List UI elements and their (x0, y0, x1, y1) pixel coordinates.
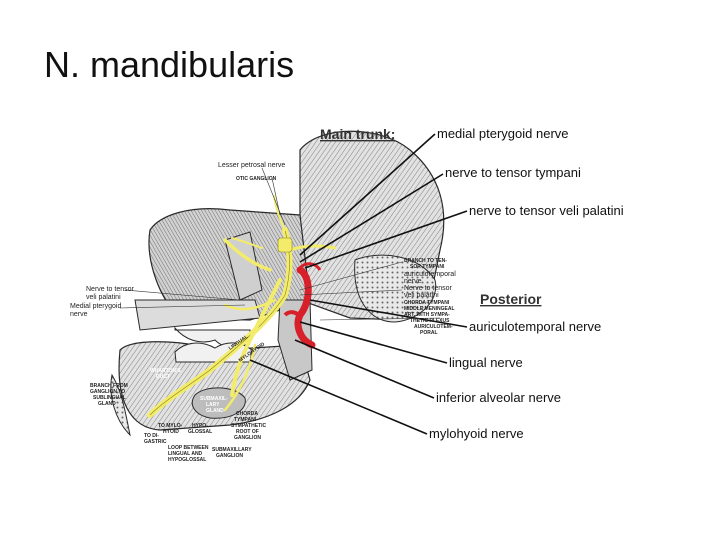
label-left-medial-pterygoid-2: nerve (70, 311, 88, 318)
maxillary-artery (283, 262, 322, 349)
label-mylohyoid-nerve: mylohyoid nerve (429, 426, 524, 441)
label-mid-auriculotem-1: AURICULOTEM- (414, 324, 453, 330)
label-mid-meningeal-1: MIDDLE MENINGEAL (404, 306, 455, 312)
label-symp-root-2: ROOT OF (236, 429, 259, 435)
label-mid-chorda-tympani: CHORDA TYMPANI (404, 300, 450, 306)
label-auriculotemporal-nerve: auriculotemporal nerve (469, 319, 601, 334)
label-mid-auriculotemporal-1: auriculotemporal (404, 271, 456, 278)
label-branch-from-4: GLAND (98, 401, 116, 407)
bottom-small-labels: BRANCH FROM GANGLION TO SUBLINGUAL GLAND… (90, 383, 266, 463)
mandibular-nerve-branches (147, 195, 337, 418)
leader-lines (119, 133, 468, 435)
label-submax-ganglion-2: GANGLION (216, 453, 243, 459)
label-to-mylo-1: TO MYLO- (158, 423, 183, 429)
label-mid-auriculotem-2: PORAL (420, 330, 438, 336)
label-left-medial-pterygoid-1: Medial pterygoid (70, 303, 121, 310)
label-left-nerve-tensor-2: veli palatini (86, 294, 121, 301)
skull-illustration (110, 130, 445, 437)
label-mid-meningeal-3: THETIC PLEXUS (410, 318, 450, 324)
label-chorda-2: TYMPANI (234, 417, 257, 423)
label-hypoglossal-2: GLOSSAL (188, 429, 212, 435)
label-branch-from-1: BRANCH FROM (90, 383, 128, 389)
label-to-digastric-2: GASTRIC (144, 439, 167, 445)
label-mid-auriculotemporal-2: nerve (404, 278, 422, 285)
label-symp-root-1: SYMPATHETIC (231, 423, 266, 429)
slide-title: N. mandibularis (44, 44, 295, 85)
label-loop-2: LINGUAL AND (168, 451, 203, 457)
label-otic-ganglion: OTIC GANGLION (236, 176, 277, 182)
label-submaxillary-1: SUBMAXIL- (200, 396, 228, 402)
label-nerve-to-tensor-veli-palatini: nerve to tensor veli palatini (469, 203, 624, 218)
label-medial-pterygoid-nerve: medial pterygoid nerve (437, 126, 569, 141)
label-branch-tensor-tympani-2: SOR TYMPANI (410, 264, 445, 270)
main-trunk-heading: Main trunk: (320, 126, 395, 142)
posterior-heading: Posterior (480, 291, 542, 307)
label-inferior-alveolar-nerve: inferior alveolar nerve (436, 390, 561, 405)
label-branch-from-3: SUBLINGUAL (93, 395, 126, 401)
label-mid-nerve-tensor-1: Nerve to tensor (404, 285, 453, 292)
mid-small-labels: BRANCH TO TEN- SOR TYMPANI auriculotempo… (404, 258, 456, 336)
label-hypoglossal-1: HYPO- (192, 423, 208, 429)
label-mid-meningeal-2: ART. WITH SYMPA- (404, 312, 450, 318)
label-symp-root-3: GANGLION (234, 435, 261, 441)
label-whartons-1: WHARTON'S (150, 368, 181, 374)
label-submaxillary-2: LARY (206, 402, 220, 408)
label-whartons-2: DUCT (156, 374, 170, 380)
label-branch-from-2: GANGLION TO (90, 389, 125, 395)
label-to-digastric-1: TO DI- (144, 433, 159, 439)
otic-ganglion (277, 237, 293, 253)
label-loop-1: LOOP BETWEEN (168, 445, 209, 451)
label-branch-tensor-tympani-1: BRANCH TO TEN- (404, 258, 447, 264)
label-lesser-petrosal-nerve: Lesser petrosal nerve (218, 162, 285, 169)
label-submaxillary-3: GLAND (206, 408, 224, 414)
label-mid-nerve-tensor-2: veli palatini (404, 292, 439, 299)
label-submax-ganglion-1: SUBMAXILLARY (212, 447, 252, 453)
label-loop-3: HYPOGLOSSAL (168, 457, 206, 463)
label-nerve-to-tensor-tympani: nerve to tensor tympani (445, 165, 581, 180)
label-chorda-1: CHORDA (236, 411, 258, 417)
label-to-mylo-2: HYOID (163, 429, 179, 435)
label-lingual-nerve: lingual nerve (449, 355, 523, 370)
label-left-nerve-tensor-1: Nerve to tensor (86, 286, 135, 293)
